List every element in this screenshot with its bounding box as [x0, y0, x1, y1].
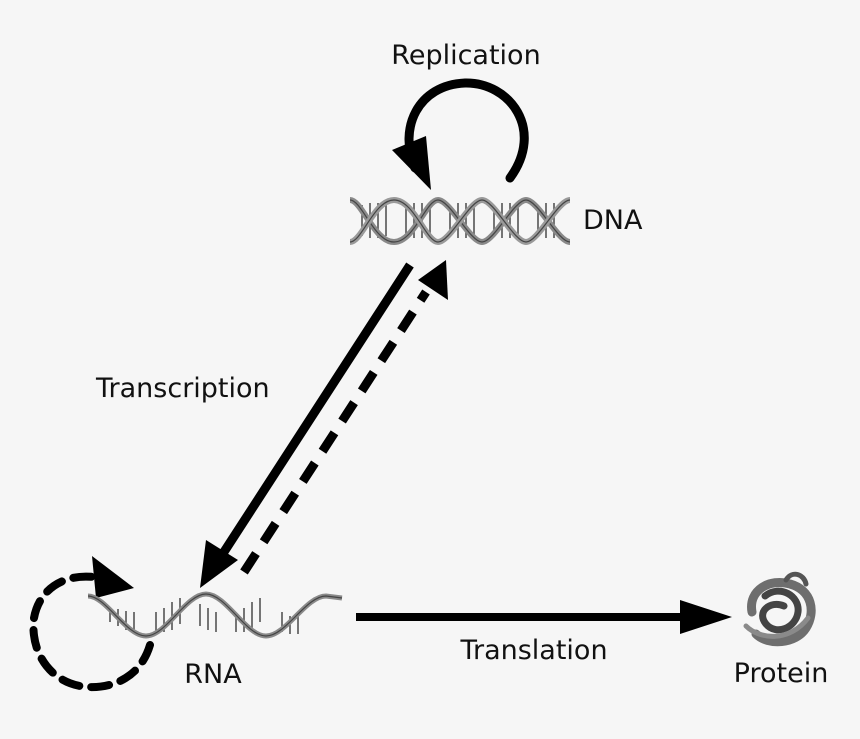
- protein-structure-icon: [743, 571, 816, 647]
- replication-label: Replication: [391, 40, 540, 71]
- protein-label: Protein: [734, 658, 829, 689]
- dna-label: DNA: [583, 205, 643, 236]
- transcription-label: Transcription: [95, 373, 270, 404]
- rna-strand-icon: [87, 591, 343, 639]
- rna-replication-arrow: [29, 556, 154, 692]
- replication-arrow: [392, 78, 529, 190]
- transcription-arrow: [200, 262, 414, 588]
- dna-helix-icon: [349, 196, 571, 246]
- rna-label: RNA: [184, 659, 242, 690]
- reverse-transcription-arrow: [240, 260, 448, 575]
- translation-label: Translation: [459, 635, 607, 666]
- translation-arrow: [356, 600, 732, 634]
